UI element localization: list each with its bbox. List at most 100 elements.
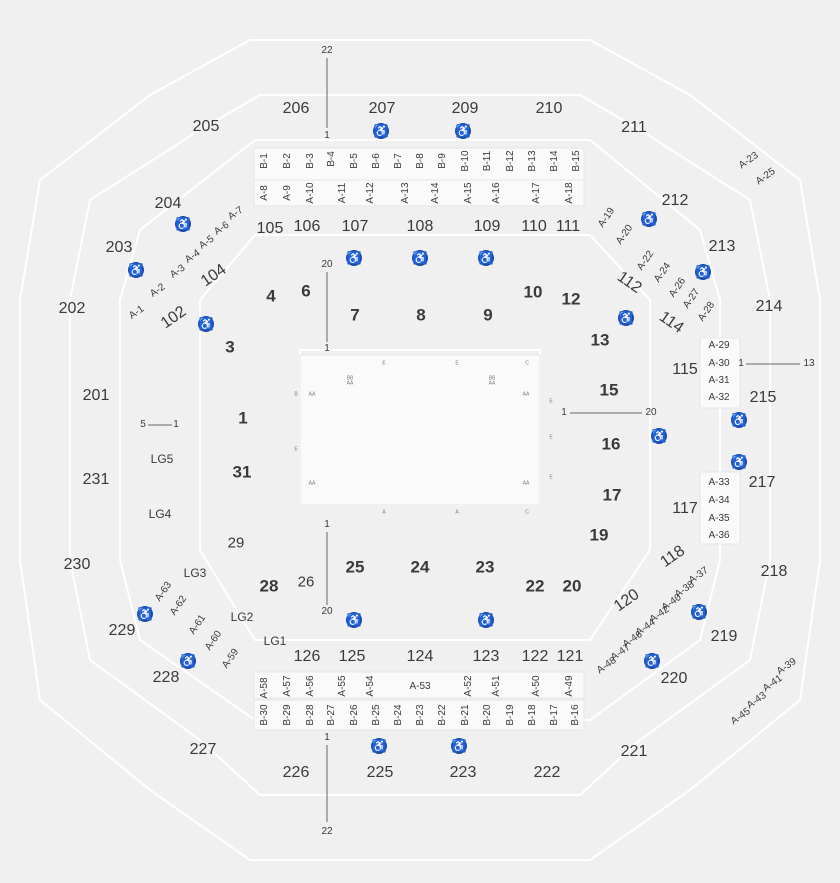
row-b-11[interactable]: B-11 xyxy=(482,150,493,172)
row-b-13[interactable]: B-13 xyxy=(527,150,538,172)
section-229[interactable]: 229 xyxy=(108,622,136,639)
section-106[interactable]: 106 xyxy=(293,218,321,235)
floor-section-25[interactable]: 25 xyxy=(345,557,365,577)
floor-section-16[interactable]: 16 xyxy=(601,434,621,454)
floor-section-28[interactable]: 28 xyxy=(259,576,279,596)
floor-section-4[interactable]: 4 xyxy=(266,286,276,306)
row-b-3[interactable]: B-3 xyxy=(305,153,316,169)
row-b-14[interactable]: B-14 xyxy=(549,150,560,172)
section-231[interactable]: 231 xyxy=(82,471,110,488)
row-a-32[interactable]: A-32 xyxy=(708,392,730,403)
row-a-36[interactable]: A-36 xyxy=(708,530,730,541)
row-a-9[interactable]: A-9 xyxy=(282,185,293,201)
section-206[interactable]: 206 xyxy=(282,100,310,117)
row-a-16[interactable]: A-16 xyxy=(491,182,502,204)
row-b-19[interactable]: B-19 xyxy=(505,704,516,726)
section-111[interactable]: 111 xyxy=(555,218,581,235)
row-a-13[interactable]: A-13 xyxy=(400,182,411,204)
section-217[interactable]: 217 xyxy=(748,474,776,491)
row-a-30[interactable]: A-30 xyxy=(708,358,730,369)
loge-lg5[interactable]: LG5 xyxy=(150,452,174,466)
row-b-16[interactable]: B-16 xyxy=(570,704,581,726)
row-a-52[interactable]: A-52 xyxy=(463,675,474,697)
row-b-29[interactable]: B-29 xyxy=(282,704,293,726)
section-215[interactable]: 215 xyxy=(749,389,777,406)
section-108[interactable]: 108 xyxy=(406,218,434,235)
floor-section-19[interactable]: 19 xyxy=(589,525,609,545)
floor-section-6[interactable]: 6 xyxy=(301,281,311,301)
row-b-10[interactable]: B-10 xyxy=(460,150,471,172)
floor-section-15[interactable]: 15 xyxy=(599,380,619,400)
section-201[interactable]: 201 xyxy=(82,387,110,404)
section-122[interactable]: 122 xyxy=(521,648,549,665)
section-210[interactable]: 210 xyxy=(535,100,563,117)
row-a-18[interactable]: A-18 xyxy=(564,182,575,204)
section-220[interactable]: 220 xyxy=(660,670,688,687)
floor-section-8[interactable]: 8 xyxy=(416,305,426,325)
section-123[interactable]: 123 xyxy=(472,648,500,665)
row-a-15[interactable]: A-15 xyxy=(463,182,474,204)
row-a-34[interactable]: A-34 xyxy=(708,495,730,506)
floor-section-3[interactable]: 3 xyxy=(225,337,235,357)
row-b-20[interactable]: B-20 xyxy=(482,704,493,726)
section-227[interactable]: 227 xyxy=(189,741,217,758)
floor-section-24[interactable]: 24 xyxy=(410,557,430,577)
floor-section-20[interactable]: 20 xyxy=(562,576,582,596)
section-205[interactable]: 205 xyxy=(192,118,220,135)
row-b-12[interactable]: B-12 xyxy=(505,150,516,172)
section-212[interactable]: 212 xyxy=(661,192,689,209)
section-230[interactable]: 230 xyxy=(63,556,91,573)
loge-lg2[interactable]: LG2 xyxy=(230,610,254,624)
section-126[interactable]: 126 xyxy=(293,648,321,665)
row-b-1[interactable]: B-1 xyxy=(259,153,270,169)
row-b-22[interactable]: B-22 xyxy=(437,704,448,726)
section-204[interactable]: 204 xyxy=(154,195,182,212)
section-225[interactable]: 225 xyxy=(366,764,394,781)
loge-lg3[interactable]: LG3 xyxy=(183,566,207,580)
floor-section-26[interactable]: 26 xyxy=(297,573,315,591)
row-b-5[interactable]: B-5 xyxy=(349,153,360,169)
row-a-57[interactable]: A-57 xyxy=(282,675,293,697)
section-222[interactable]: 222 xyxy=(533,764,561,781)
row-a-12[interactable]: A-12 xyxy=(365,182,376,204)
section-202[interactable]: 202 xyxy=(58,300,86,317)
section-209[interactable]: 209 xyxy=(451,100,479,117)
row-b-6[interactable]: B-6 xyxy=(371,153,382,169)
row-a-49[interactable]: A-49 xyxy=(564,675,575,697)
floor-section-29[interactable]: 29 xyxy=(227,534,245,552)
section-107[interactable]: 107 xyxy=(341,218,369,235)
floor-section-1[interactable]: 1 xyxy=(238,408,248,428)
row-b-27[interactable]: B-27 xyxy=(326,704,337,726)
row-b-25[interactable]: B-25 xyxy=(371,704,382,726)
section-125[interactable]: 125 xyxy=(338,648,366,665)
row-a-10[interactable]: A-10 xyxy=(305,182,316,204)
row-a-8[interactable]: A-8 xyxy=(259,185,270,201)
section-221[interactable]: 221 xyxy=(620,743,648,760)
row-b-28[interactable]: B-28 xyxy=(305,704,316,726)
row-a-33[interactable]: A-33 xyxy=(708,477,730,488)
row-b-7[interactable]: B-7 xyxy=(393,153,404,169)
floor-section-10[interactable]: 10 xyxy=(523,282,543,302)
section-219[interactable]: 219 xyxy=(710,628,738,645)
row-b-17[interactable]: B-17 xyxy=(549,704,560,726)
row-b-2[interactable]: B-2 xyxy=(282,153,293,169)
row-b-4[interactable]: B-4 xyxy=(326,151,337,167)
section-228[interactable]: 228 xyxy=(152,669,180,686)
loge-lg4[interactable]: LG4 xyxy=(148,507,172,521)
section-121[interactable]: 121 xyxy=(556,648,584,665)
section-124[interactable]: 124 xyxy=(406,648,434,665)
row-b-23[interactable]: B-23 xyxy=(415,704,426,726)
floor-section-17[interactable]: 17 xyxy=(602,485,622,505)
row-a-55[interactable]: A-55 xyxy=(337,675,348,697)
row-b-9[interactable]: B-9 xyxy=(437,153,448,169)
row-b-8[interactable]: B-8 xyxy=(415,153,426,169)
row-b-15[interactable]: B-15 xyxy=(571,150,582,172)
row-a-51[interactable]: A-51 xyxy=(491,675,502,697)
row-a-58[interactable]: A-58 xyxy=(259,677,270,699)
floor-section-31[interactable]: 31 xyxy=(232,462,252,482)
floor-section-7[interactable]: 7 xyxy=(350,305,360,325)
section-207[interactable]: 207 xyxy=(368,100,396,117)
row-b-24[interactable]: B-24 xyxy=(393,704,404,726)
row-a-35[interactable]: A-35 xyxy=(708,513,730,524)
floor-section-23[interactable]: 23 xyxy=(475,557,495,577)
